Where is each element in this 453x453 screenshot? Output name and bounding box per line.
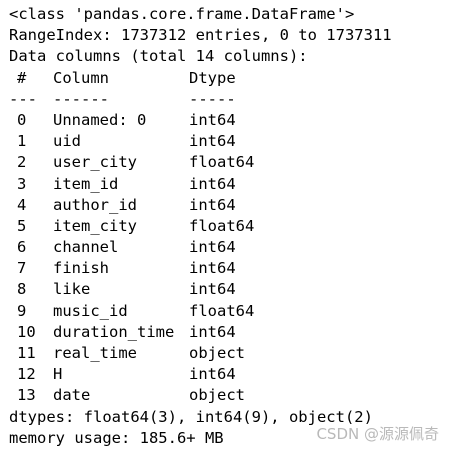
table-header: # Column Dtype <box>9 68 453 89</box>
row-index: 13 <box>17 386 36 405</box>
row-dtype: int64 <box>189 259 236 278</box>
row-index: 6 <box>17 238 27 257</box>
data-columns-line: Data columns (total 14 columns): <box>9 47 308 66</box>
table-row: 1 uid int64 <box>9 131 453 152</box>
row-column: H <box>53 365 63 384</box>
row-dtype: object <box>189 386 245 405</box>
row-index: 7 <box>17 259 27 278</box>
table-row: 4 author_id int64 <box>9 195 453 216</box>
header-column: Column <box>53 68 109 87</box>
row-dtype: int64 <box>189 195 236 214</box>
row-index: 3 <box>17 174 27 193</box>
row-dtype: int64 <box>189 238 236 257</box>
table-row: 5 item_city float64 <box>9 216 453 237</box>
table-row: 6 channel int64 <box>9 237 453 258</box>
row-index: 5 <box>17 216 27 235</box>
row-column: item_city <box>53 216 137 235</box>
row-index: 4 <box>17 195 27 214</box>
row-column: real_time <box>53 344 137 362</box>
row-dtype: float64 <box>189 153 255 172</box>
row-dtype: int64 <box>189 110 236 129</box>
row-dtype: object <box>189 344 245 362</box>
table-separator: --- ------ ----- <box>9 89 453 110</box>
table-row: 0 Unnamed: 0 int64 <box>9 110 453 131</box>
table-row: 13 date object <box>9 385 453 406</box>
range-index-line: RangeIndex: 1737312 entries, 0 to 173731… <box>9 26 392 45</box>
table-row: 3 item_id int64 <box>9 174 453 195</box>
table-row: 10 duration_time int64 <box>9 322 453 343</box>
row-dtype: int64 <box>189 174 236 193</box>
row-index: 10 <box>17 322 36 341</box>
row-column: uid <box>53 132 81 151</box>
row-dtype: int64 <box>189 280 236 299</box>
row-column: author_id <box>53 195 137 214</box>
row-dtype: int64 <box>189 322 236 341</box>
row-index: 8 <box>17 280 27 299</box>
row-column: finish <box>53 259 109 278</box>
row-index: 9 <box>17 301 27 320</box>
header-dtype: Dtype <box>189 68 236 87</box>
row-index: 11 <box>17 344 36 362</box>
table-row: 9 music_id float64 <box>9 301 453 322</box>
row-dtype: int64 <box>189 132 236 151</box>
class-line: <class 'pandas.core.frame.DataFrame'> <box>9 5 355 23</box>
row-column: duration_time <box>53 322 175 341</box>
row-index: 0 <box>17 110 27 129</box>
dtypes-summary: dtypes: float64(3), int64(9), object(2) <box>9 407 373 426</box>
row-dtype: float64 <box>189 301 255 320</box>
row-index: 1 <box>17 132 27 151</box>
row-dtype: float64 <box>189 216 255 235</box>
row-column: music_id <box>53 301 128 320</box>
row-column: Unnamed: 0 <box>53 110 147 129</box>
table-row: 11 real_time object <box>9 343 453 364</box>
header-index: # <box>17 68 27 87</box>
row-column: like <box>53 280 91 299</box>
row-column: date <box>53 386 91 405</box>
row-column: item_id <box>53 174 119 193</box>
csdn-watermark: CSDN @源源佩奇 <box>316 424 439 443</box>
row-column: channel <box>53 238 119 257</box>
separator-dtype: ----- <box>189 89 236 108</box>
memory-usage: memory usage: 185.6+ MB <box>9 428 224 447</box>
row-column: user_city <box>53 153 137 172</box>
table-row: 8 like int64 <box>9 279 453 300</box>
separator-index: --- <box>9 89 37 108</box>
separator-column: ------ <box>53 89 109 108</box>
table-row: 2 user_city float64 <box>9 152 453 173</box>
row-index: 12 <box>17 365 36 384</box>
row-dtype: int64 <box>189 365 236 384</box>
row-index: 2 <box>17 153 27 172</box>
table-row: 7 finish int64 <box>9 258 453 279</box>
